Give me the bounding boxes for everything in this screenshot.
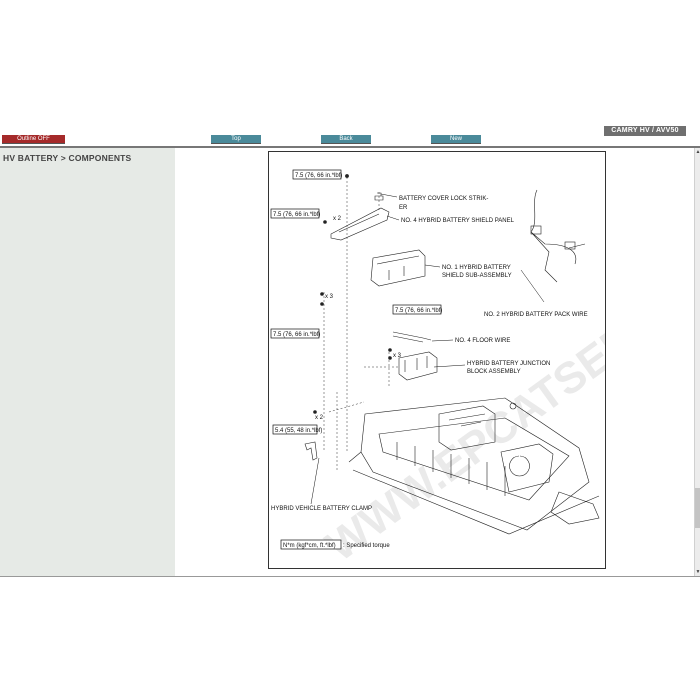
battery-tray-frame	[348, 451, 600, 535]
bottom-divider	[0, 576, 700, 577]
quantity-label: x 3	[325, 294, 334, 300]
toolbar: Outline OFF Top Back New CAMRY HV / AVV5…	[0, 0, 700, 147]
bolt-icon	[388, 348, 392, 352]
torque-box	[270, 208, 320, 219]
bolt-icon	[320, 302, 324, 306]
torque-box	[270, 328, 320, 339]
part-label-junction-block: HYBRID BATTERY JUNCTION	[467, 361, 550, 367]
vehicle-model-badge: CAMRY HV / AVV50	[604, 126, 686, 136]
bolt-icon	[323, 220, 327, 224]
junction-block-part	[398, 351, 438, 381]
torque-value: 7.5 (76, 66 in.*lbf)	[295, 173, 342, 179]
battery-module-outline	[378, 417, 570, 501]
bolt-icon	[345, 174, 349, 178]
bracket-part	[550, 491, 600, 525]
outline-toggle-button[interactable]: Outline OFF	[2, 135, 65, 144]
shield-panel-part	[330, 207, 390, 241]
bolt-icon	[313, 410, 317, 414]
legend-box	[280, 539, 342, 550]
torque-box	[292, 169, 342, 180]
part-label-floor-wire: NO. 4 FLOOR WIRE	[455, 338, 510, 344]
toolbar-divider	[0, 146, 700, 148]
torque-box	[272, 424, 318, 435]
quantity-label: x 2	[315, 415, 324, 421]
back-button[interactable]: Back	[321, 135, 371, 144]
part-label-shield-panel: NO. 4 HYBRID BATTERY SHIELD PANEL	[401, 218, 515, 224]
part-label-shield-subassembly-cont: SHIELD SUB-ASSEMBLY	[442, 273, 512, 279]
scroll-up-icon[interactable]: ▲	[695, 149, 700, 155]
part-label-junction-block-cont: BLOCK ASSEMBLY	[467, 369, 521, 375]
battery-cells	[396, 442, 506, 496]
new-button[interactable]: New	[431, 135, 481, 144]
shield-subassembly-part	[370, 249, 426, 287]
floor-wire-part	[392, 331, 432, 343]
outline-pane: HV BATTERY > COMPONENTS	[0, 148, 175, 576]
battery-tray-outline	[360, 397, 590, 531]
quantity-label: x 2	[333, 216, 342, 222]
vertical-scrollbar[interactable]: ▲ ▼	[694, 148, 700, 576]
part-label-shield-subassembly: NO. 1 HYBRID BATTERY	[442, 265, 511, 271]
part-label-lock-striker-cont: ER	[399, 205, 408, 211]
bolt-icon	[388, 356, 392, 360]
battery-ecu-part	[438, 405, 496, 451]
lock-striker-part	[374, 192, 384, 201]
top-button[interactable]: Top	[211, 135, 261, 144]
diagram-svg: WWW.EPCATSERVICE.COM 7.5 (76, 66 in.*lbf…	[270, 169, 605, 568]
torque-value: 7.5 (76, 66 in.*lbf)	[273, 212, 320, 218]
part-illustrations	[304, 174, 600, 535]
bolt-icon	[320, 292, 324, 296]
legend-text: : Specified torque	[343, 543, 390, 549]
nut-icon	[509, 402, 517, 410]
torque-value: 5.4 (55, 48 in.*lbf)	[275, 428, 322, 434]
part-label-battery-clamp: HYBRID VEHICLE BATTERY CLAMP	[271, 506, 372, 512]
pack-wire-part	[530, 189, 586, 283]
torque-value: 7.5 (76, 66 in.*lbf)	[273, 332, 320, 338]
quantity-label: x 3	[393, 353, 402, 359]
part-label-pack-wire: NO. 2 HYBRID BATTERY PACK WIRE	[484, 312, 588, 318]
callout-lines	[310, 193, 545, 505]
components-diagram: WWW.EPCATSERVICE.COM 7.5 (76, 66 in.*lbf…	[268, 151, 606, 569]
torque-box	[392, 304, 442, 315]
part-label-lock-striker: BATTERY COVER LOCK STRIK-	[399, 196, 488, 202]
battery-fan-part	[500, 443, 554, 493]
torque-value: 7.5 (76, 66 in.*lbf)	[395, 308, 442, 314]
connector-part	[530, 225, 542, 235]
leader-lines	[323, 177, 399, 472]
scroll-down-icon[interactable]: ▼	[695, 569, 700, 575]
breadcrumb: HV BATTERY > COMPONENTS	[3, 153, 132, 163]
battery-clamp-part	[304, 441, 318, 461]
connector-part	[564, 241, 576, 250]
legend-unit: N*m (kgf*cm, ft.*lbf)	[283, 543, 336, 549]
scrollbar-thumb[interactable]	[695, 488, 700, 528]
